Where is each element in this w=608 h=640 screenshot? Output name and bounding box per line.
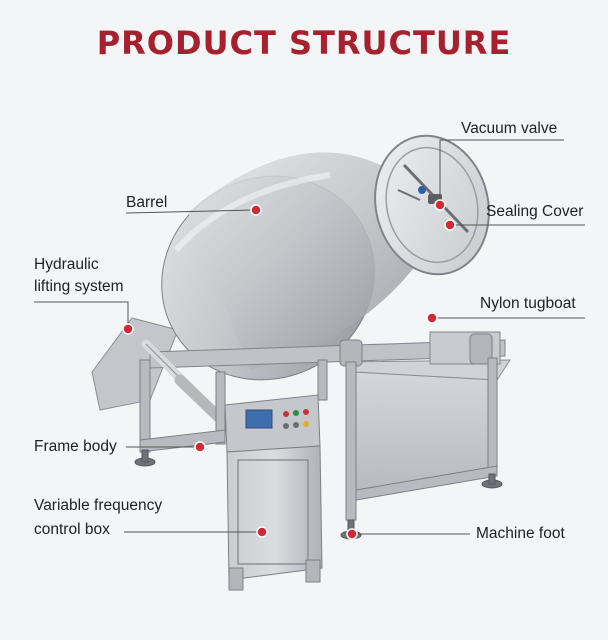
- marker-machine-foot: [346, 528, 358, 540]
- leader-lines: [34, 139, 585, 535]
- label-control-box-line2: control box: [34, 521, 110, 538]
- marker-vacuum-valve: [434, 199, 446, 211]
- label-machine-foot: Machine foot: [476, 525, 565, 542]
- sealing-cover: [374, 134, 490, 276]
- marker-control-box: [256, 526, 268, 538]
- label-frame-body: Frame body: [34, 438, 117, 455]
- label-control-box-line1: Variable frequency: [34, 497, 163, 514]
- marker-frame-body: [194, 441, 206, 453]
- frame-lower-beam: [139, 429, 226, 453]
- roller-right: [469, 333, 493, 365]
- marker-sealing-cover: [444, 219, 456, 231]
- page-title: PRODUCT STRUCTURE: [96, 24, 512, 62]
- marker-nylon-tugboat: [426, 312, 438, 324]
- label-nylon-tugboat: Nylon tugboat: [480, 295, 576, 312]
- marker-barrel: [250, 204, 262, 216]
- barrel-drum: [161, 152, 420, 381]
- label-vacuum-valve: Vacuum valve: [461, 120, 558, 137]
- label-sealing-cover: Sealing Cover: [486, 203, 584, 220]
- leader-vacuum-valve: [439, 139, 564, 205]
- frame-lower-beam-back: [355, 465, 498, 501]
- label-barrel: Barrel: [126, 194, 168, 211]
- label-hydraulic-line2: lifting system: [34, 278, 124, 295]
- markers: [122, 199, 456, 540]
- leader-hydraulic: [34, 301, 129, 328]
- label-hydraulic-line1: Hydraulic: [34, 256, 99, 273]
- control-cabinet: [224, 394, 323, 591]
- marker-hydraulic: [122, 323, 134, 335]
- leader-barrel: [125, 209, 257, 214]
